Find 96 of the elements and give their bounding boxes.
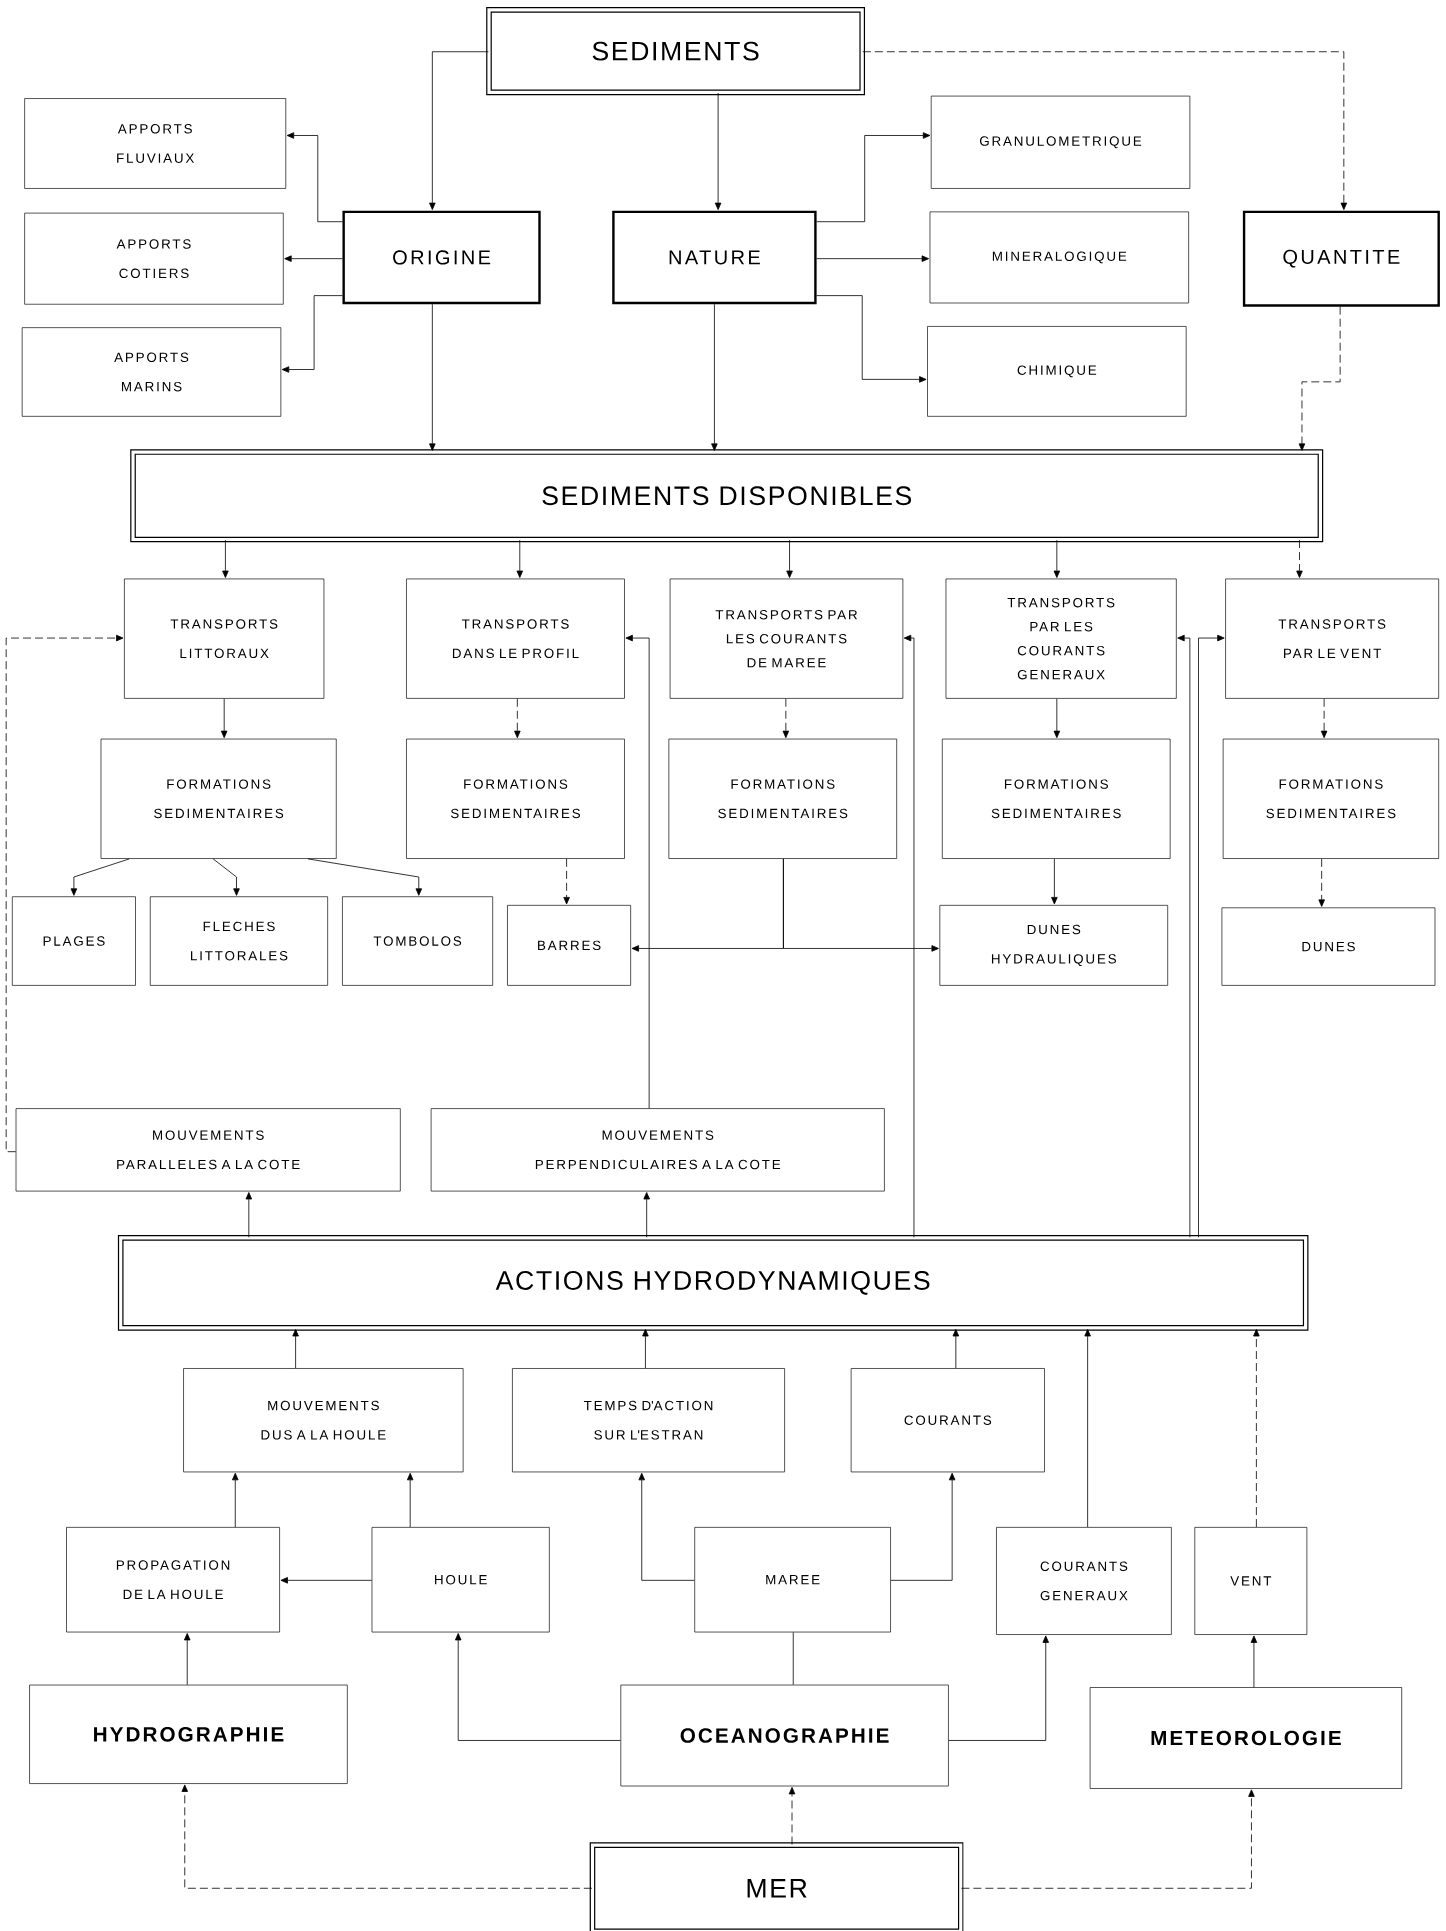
arrow	[514, 698, 521, 739]
arrow	[232, 1472, 239, 1528]
bold-framed-box: ORIGINE	[342, 210, 541, 305]
arrow	[816, 255, 929, 262]
arrow	[782, 698, 790, 739]
arrow	[1250, 1635, 1258, 1688]
arrow	[406, 1472, 414, 1528]
process-box: COURANTS GENERAUX	[996, 1527, 1172, 1635]
process-box: FORMATIONS SEDIMENTAIRES	[941, 738, 1171, 859]
arrow	[222, 539, 229, 578]
arrow	[816, 295, 927, 383]
double-framed-box: SEDIMENTS	[486, 7, 865, 96]
arrow	[516, 539, 524, 578]
process-box: FORMATIONS SEDIMENTAIRES	[100, 738, 337, 859]
arrow	[960, 1789, 1255, 1889]
arrow	[1253, 1329, 1260, 1528]
arrow	[1298, 306, 1341, 451]
arrow	[429, 303, 436, 451]
process-box: DUNES HYDRAULIQUES	[939, 905, 1169, 986]
arrow	[1084, 1329, 1091, 1528]
arrow	[1296, 539, 1303, 578]
double-framed-box: ACTIONS HYDRODYNAMIQUES	[117, 1235, 1309, 1331]
process-box: APPORTS COTIERS	[24, 212, 284, 305]
arrow	[1198, 634, 1225, 1238]
arrow	[711, 303, 718, 451]
arrow	[212, 858, 240, 896]
process-box: BARRES	[507, 905, 631, 986]
process-box: TRANSPORTS PAR LE VENT	[1225, 578, 1440, 699]
process-box: FORMATIONS SEDIMENTAIRES	[406, 738, 625, 859]
arrow	[890, 1472, 956, 1581]
arrow	[307, 858, 423, 896]
arrow	[1053, 698, 1061, 739]
arrow	[642, 1329, 649, 1369]
arrow	[1051, 858, 1058, 905]
double-framed-box: SEDIMENTS DISPONIBLES	[130, 449, 1324, 543]
process-box: OCEANOGRAPHIE	[620, 1684, 949, 1787]
process-box: CHIMIQUE	[927, 326, 1187, 417]
process-box: TRANSPORTS LITTORAUX	[124, 578, 325, 699]
process-box: TOMBOLOS	[342, 896, 494, 986]
arrow	[952, 1329, 960, 1369]
process-box: HOULE	[371, 1527, 550, 1633]
process-box: COURANTS	[850, 1368, 1045, 1473]
process-box: DUNES	[1221, 907, 1436, 986]
arrow	[429, 51, 489, 210]
arrow	[286, 132, 343, 223]
arrow	[625, 634, 650, 1109]
bold-framed-box: NATURE	[612, 210, 817, 305]
process-box: MAREE	[694, 1527, 891, 1633]
arrow	[220, 698, 228, 739]
bold-framed-box: QUANTITE	[1242, 210, 1440, 307]
process-box: FORMATIONS SEDIMENTAIRES	[1222, 738, 1440, 859]
arrow	[1053, 539, 1061, 578]
arrow	[70, 858, 130, 896]
process-box: MINERALOGIQUE	[929, 211, 1189, 304]
arrow	[563, 858, 570, 905]
process-box: PROPAGATION DE LA HOULE	[66, 1527, 280, 1633]
arrow	[1318, 858, 1325, 907]
process-box: TEMPS D'ACTION SUR L'ESTRAN	[512, 1368, 785, 1473]
process-box: MOUVEMENTS DUS A LA HOULE	[183, 1368, 464, 1473]
process-box: TRANSPORTS PAR LES COURANTS GENERAUX	[945, 578, 1177, 699]
arrow	[788, 1787, 796, 1845]
arrow	[181, 1784, 593, 1889]
arrow	[184, 1633, 191, 1686]
process-box: APPORTS FLUVIAUX	[24, 98, 287, 189]
arrow	[638, 1472, 695, 1581]
arrow	[5, 634, 124, 1153]
process-box: TRANSPORTS PAR LES COURANTS DE MAREE	[669, 578, 904, 699]
arrow	[1177, 634, 1191, 1238]
arrow	[245, 1192, 253, 1238]
arrow	[643, 1192, 650, 1238]
arrow	[783, 858, 939, 952]
arrow	[280, 1577, 373, 1584]
arrow	[284, 255, 343, 262]
process-box: GRANULOMETRIQUE	[930, 95, 1191, 189]
double-framed-box: MER	[589, 1842, 964, 1931]
process-box: FORMATIONS SEDIMENTAIRES	[668, 738, 898, 859]
process-box: VENT	[1194, 1527, 1308, 1635]
arrow	[281, 295, 343, 373]
process-box: PLAGES	[12, 896, 136, 986]
arrow	[903, 634, 915, 1238]
process-box: METEOROLOGIE	[1089, 1687, 1403, 1789]
arrow	[786, 539, 793, 578]
arrow	[1320, 698, 1328, 739]
process-box: MOUVEMENTS PARALLELES A LA COTE	[15, 1108, 401, 1192]
arrow	[454, 1633, 621, 1741]
arrow	[862, 51, 1348, 210]
connector-line	[792, 1632, 794, 1686]
process-box: FLECHES LITTORALES	[149, 896, 328, 986]
process-box: HYDROGRAPHIE	[29, 1684, 348, 1784]
arrow	[816, 132, 931, 223]
arrow	[714, 92, 722, 210]
arrow	[292, 1329, 299, 1369]
process-box: MOUVEMENTS PERPENDICULAIRES A LA COTE	[430, 1108, 885, 1192]
arrow	[948, 1635, 1049, 1741]
process-box: TRANSPORTS DANS LE PROFIL	[406, 578, 625, 699]
process-box: APPORTS MARINS	[21, 327, 282, 417]
